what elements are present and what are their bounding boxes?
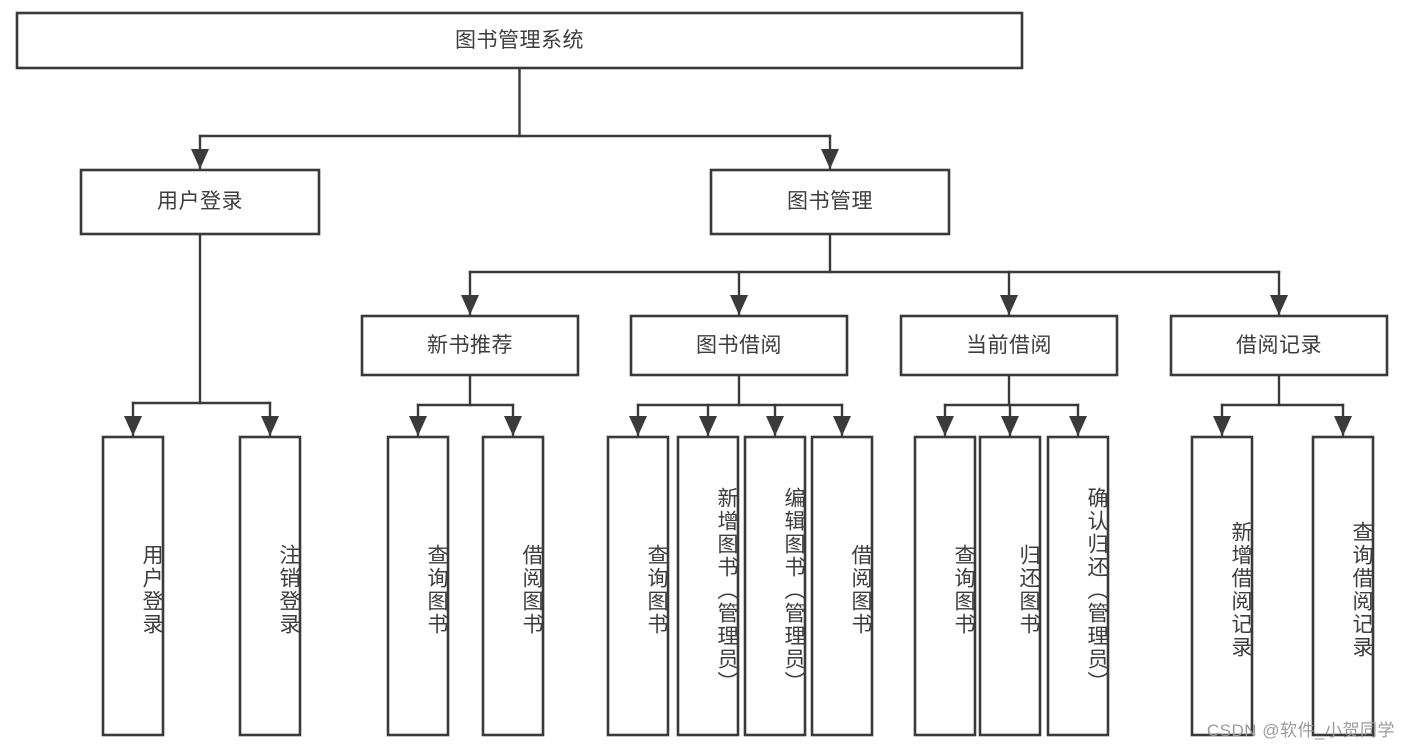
arrow-head-grp3-2 xyxy=(1069,416,1087,436)
arrow-head-grp1-0 xyxy=(409,416,427,436)
node-box-新增图书管理员[interactable] xyxy=(676,435,740,737)
node-box-查询借阅记录[interactable] xyxy=(1311,435,1375,737)
arrow-head-root-0 xyxy=(191,149,209,169)
arrow-head-book-mgmt-0 xyxy=(461,295,479,315)
node-box-用户登录[interactable] xyxy=(101,435,165,737)
node-box-查询图书[interactable] xyxy=(606,435,670,737)
node-box-新书推荐[interactable] xyxy=(360,314,580,377)
arrow-head-grp4-1 xyxy=(1334,416,1352,436)
arrow-head-grp2-1 xyxy=(699,416,717,436)
node-box-注销登录[interactable] xyxy=(238,435,302,737)
arrow-head-book-mgmt-2 xyxy=(1000,295,1018,315)
node-box-编辑图书管理员[interactable] xyxy=(743,435,807,737)
arrow-head-grp4-0 xyxy=(1213,416,1231,436)
node-box-新增借阅记录[interactable] xyxy=(1190,435,1254,737)
node-box-图书借阅[interactable] xyxy=(629,314,849,377)
node-box-借阅图书[interactable] xyxy=(810,435,874,737)
arrow-head-grp3-1 xyxy=(1001,416,1019,436)
arrow-head-grp2-0 xyxy=(629,416,647,436)
arrow-head-grp0-1 xyxy=(261,416,279,436)
box-layer xyxy=(15,11,1389,737)
node-box-借阅图书[interactable] xyxy=(481,435,545,737)
connector-layer xyxy=(124,66,1352,437)
arrow-head-book-mgmt-1 xyxy=(730,295,748,315)
node-box-查询图书[interactable] xyxy=(913,435,977,737)
node-box-用户登录[interactable] xyxy=(79,168,321,236)
arrow-head-grp2-3 xyxy=(833,416,851,436)
watermark-text: CSDN @软件_小贺同学 xyxy=(1206,721,1395,740)
node-box-当前借阅[interactable] xyxy=(899,314,1119,377)
node-box-图书管理[interactable] xyxy=(709,168,951,236)
node-box-归还图书[interactable] xyxy=(978,435,1042,737)
node-box-借阅记录[interactable] xyxy=(1169,314,1389,377)
node-box-图书管理系统[interactable] xyxy=(15,11,1024,70)
arrow-head-grp1-1 xyxy=(504,416,522,436)
arrow-head-book-mgmt-3 xyxy=(1270,295,1288,315)
node-box-确认归还管理员[interactable] xyxy=(1046,435,1110,737)
arrow-head-grp3-0 xyxy=(936,416,954,436)
arrow-head-grp0-0 xyxy=(124,416,142,436)
node-box-查询图书[interactable] xyxy=(386,435,450,737)
arrow-head-grp2-2 xyxy=(766,416,784,436)
arrow-head-root-1 xyxy=(821,149,839,169)
